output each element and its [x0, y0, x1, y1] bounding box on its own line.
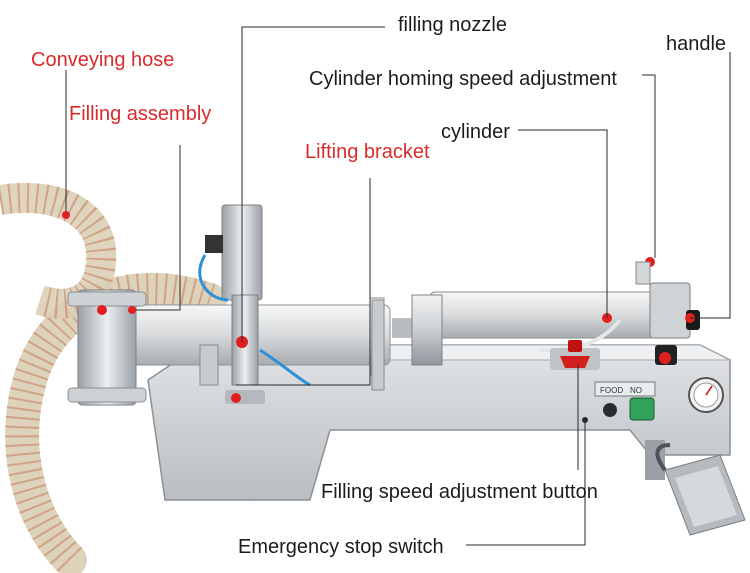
leader-lines — [62, 26, 731, 546]
label-cylinder: cylinder — [441, 121, 510, 143]
label-conveying-hose: Conveying hose — [31, 49, 175, 71]
label-filling-nozzle: filling nozzle — [398, 14, 507, 36]
leader-cylinder — [518, 129, 608, 318]
label-filling-speed-button: Filling speed adjustment button — [321, 481, 598, 503]
leader-lifting-bracket — [236, 178, 371, 386]
panel-plate-left: FOOD — [600, 386, 623, 395]
foot-pedal — [655, 443, 746, 536]
label-lifting-bracket: Lifting bracket — [305, 141, 430, 163]
label-emergency-stop: Emergency stop switch — [238, 536, 444, 558]
air-cylinder — [411, 257, 700, 366]
panel-plate-right: NO — [630, 386, 642, 395]
leader-filling-nozzle — [241, 26, 385, 342]
leader-filling-assembly — [132, 145, 181, 311]
leader-handle — [690, 52, 731, 319]
control-panel: FOOD NO — [550, 340, 724, 421]
label-handle: handle — [666, 33, 727, 55]
label-filling-assembly: Filling assembly — [69, 103, 212, 125]
leader-cylinder-homing — [642, 74, 656, 258]
label-cylinder-homing: Cylinder homing speed adjustment — [309, 68, 617, 90]
filling-assembly-graphic — [67, 289, 147, 406]
leader-emergency-stop — [466, 420, 586, 546]
